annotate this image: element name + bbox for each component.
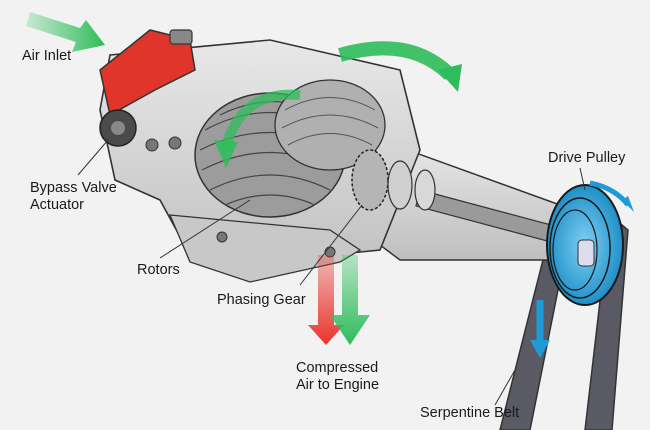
compressed-air-red-arrow bbox=[308, 255, 344, 345]
label-rotors: Rotors bbox=[137, 262, 180, 278]
label-compressed-air: Compressed Air to Engine bbox=[296, 360, 379, 394]
label-air-inlet: Air Inlet bbox=[22, 48, 72, 64]
label-compressed-air-line1: Compressed bbox=[296, 360, 379, 376]
label-serpentine-belt: Serpentine Belt bbox=[420, 405, 520, 421]
label-bypass-valve-actuator-line2: Actuator bbox=[30, 197, 84, 213]
label-phasing-gear: Phasing Gear bbox=[217, 292, 306, 308]
airflow-arrow-icon bbox=[26, 12, 105, 52]
label-drive-pulley: Drive Pulley bbox=[548, 150, 626, 166]
phasing-gear bbox=[351, 149, 389, 211]
compressed-air-green-arrow bbox=[330, 255, 370, 345]
label-bypass-valve-actuator-line1: Bypass Valve bbox=[30, 180, 117, 196]
base-flange bbox=[168, 214, 362, 283]
label-bypass-valve-actuator: Bypass Valve Actuator bbox=[30, 180, 117, 214]
label-compressed-air-line2: Air to Engine bbox=[296, 377, 380, 393]
